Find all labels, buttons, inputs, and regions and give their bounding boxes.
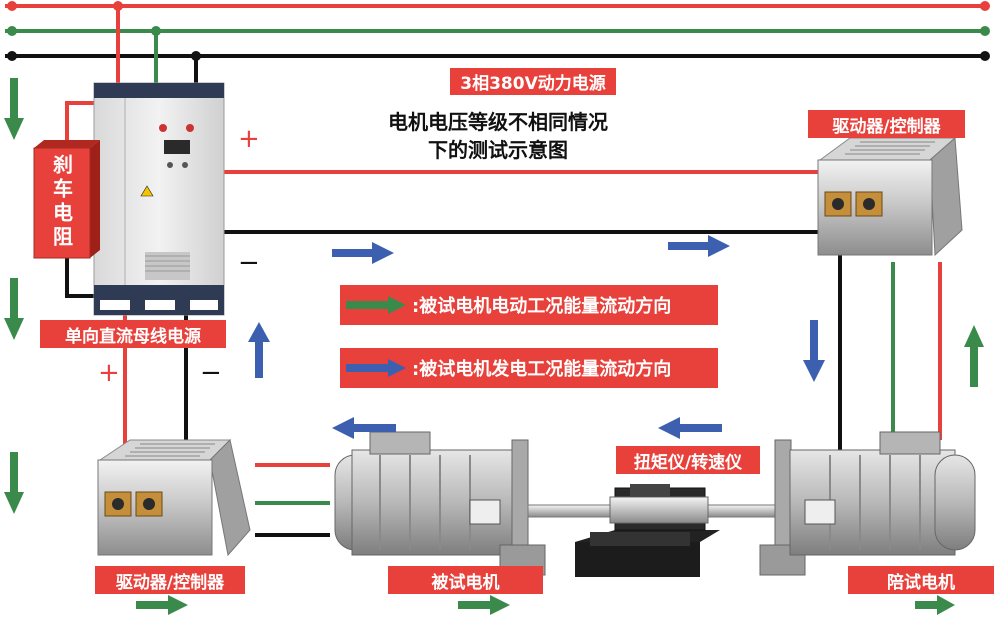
companion-motor bbox=[759, 431, 976, 576]
power-source-label: 3相380V动力电源 bbox=[450, 68, 616, 95]
arrow-right-icon bbox=[458, 595, 510, 615]
plus-sign-top: + bbox=[238, 124, 260, 154]
arrow-right-icon bbox=[332, 242, 394, 264]
controller-top bbox=[817, 136, 963, 257]
driver-top-label: 驱动器/控制器 bbox=[808, 110, 965, 138]
arrow-up-icon bbox=[248, 322, 270, 378]
test-motor-label: 被试电机 bbox=[388, 566, 543, 594]
minus-sign-left: − bbox=[200, 358, 222, 388]
blue-arrow-icon bbox=[346, 359, 406, 377]
arrow-down-icon bbox=[4, 78, 24, 140]
diagram-title: 电机电压等级不相同情况 下的测试示意图 bbox=[368, 108, 628, 164]
controller-bottom bbox=[97, 439, 251, 557]
warning-icon bbox=[140, 185, 154, 197]
arrow-right-icon bbox=[668, 235, 730, 257]
arrow-down-icon bbox=[4, 452, 24, 514]
arrow-down-icon bbox=[803, 320, 825, 382]
three-phase-bus bbox=[5, 1, 990, 95]
cabinet-display-icon bbox=[164, 140, 190, 154]
arrow-up-icon bbox=[964, 325, 984, 387]
arrow-left-icon bbox=[658, 417, 722, 439]
arrow-down-icon bbox=[4, 278, 24, 340]
title-line-1: 电机电压等级不相同情况 bbox=[388, 110, 608, 134]
legend-generating-text: :被试电机发电工况能量流动方向 bbox=[412, 359, 672, 380]
legend-motoring: :被试电机电动工况能量流动方向 bbox=[340, 285, 718, 325]
plus-sign-left: + bbox=[98, 358, 120, 388]
torque-meter bbox=[575, 484, 720, 577]
title-line-2: 下的测试示意图 bbox=[428, 138, 568, 162]
brake-resistor-label: 刹车电阻 bbox=[40, 150, 84, 254]
dc-supply-cabinet bbox=[93, 82, 225, 316]
arrow-left-icon bbox=[332, 417, 396, 439]
dc-supply-label: 单向直流母线电源 bbox=[40, 320, 226, 348]
legend-motoring-text: :被试电机电动工况能量流动方向 bbox=[412, 296, 672, 317]
motoring-direction-arrows bbox=[4, 78, 984, 615]
arrow-right-icon bbox=[136, 595, 188, 615]
arrow-right-icon bbox=[915, 595, 955, 615]
test-motor bbox=[334, 431, 546, 576]
green-arrow-icon bbox=[346, 296, 406, 314]
minus-sign-top: − bbox=[238, 248, 260, 278]
torque-meter-label: 扭矩仪/转速仪 bbox=[616, 446, 760, 474]
legend-generating: :被试电机发电工况能量流动方向 bbox=[340, 348, 718, 388]
driver-bottom-label: 驱动器/控制器 bbox=[95, 566, 245, 594]
generating-direction-arrows bbox=[248, 235, 825, 439]
companion-motor-label: 陪试电机 bbox=[848, 566, 994, 594]
